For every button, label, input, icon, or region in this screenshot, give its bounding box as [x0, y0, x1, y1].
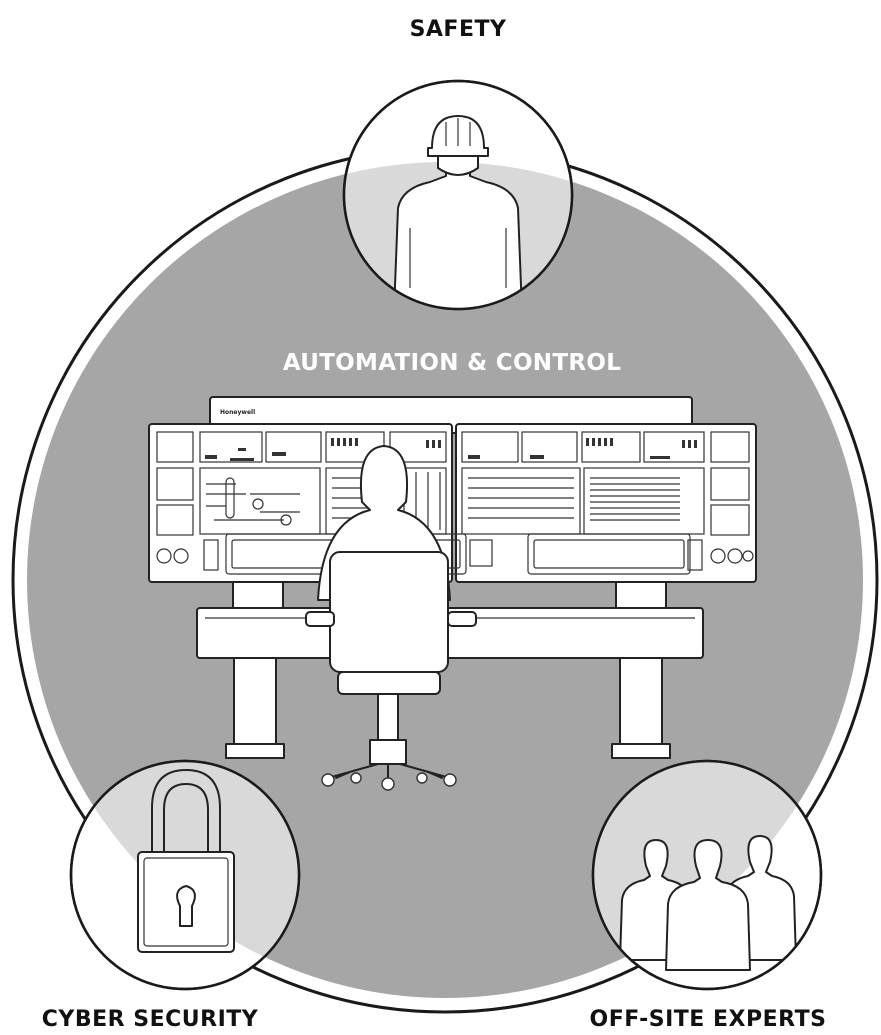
- center-title: AUTOMATION & CONTROL: [283, 350, 621, 376]
- label-safety: SAFETY: [410, 17, 507, 42]
- node-cyber-security: [69, 759, 301, 991]
- control-console-illustration: Honeywell: [148, 396, 757, 791]
- right-screen: [455, 423, 757, 583]
- hard-hat-worker-icon: [393, 115, 523, 309]
- label-offsite-experts: OFF-SITE EXPERTS: [590, 1007, 827, 1032]
- label-cyber-security: CYBER SECURITY: [42, 1007, 259, 1032]
- node-offsite-experts: [591, 759, 823, 991]
- console-brand: Honeywell: [220, 409, 255, 416]
- node-safety: [342, 79, 574, 311]
- operator-figure: [305, 445, 477, 791]
- group-of-people-icon: [619, 835, 797, 971]
- padlock-icon: [137, 769, 235, 953]
